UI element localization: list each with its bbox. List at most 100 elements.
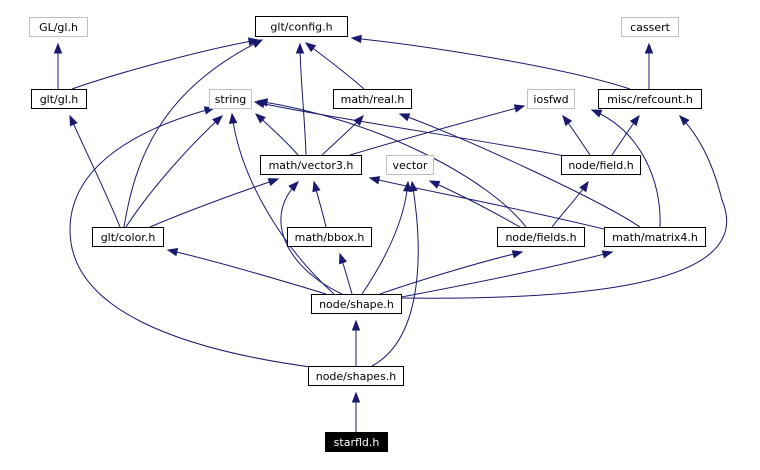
arrowhead-icon [351,391,361,403]
edge-node_fields_h-to-node_field_h [551,180,589,228]
edge-line [299,43,307,156]
arrowhead-icon [350,34,362,44]
arrowhead-icon [398,113,411,122]
node-node-shapes-h[interactable]: node/shapes.h [308,366,404,386]
edge-node_shape_h-to-string [228,112,335,295]
arrowhead-icon [254,113,266,124]
edge-line [69,107,319,369]
arrowhead-icon [629,114,640,127]
node-label: node/field.h [568,159,633,172]
edge-math_matrix4_h-to-math_real_h [398,113,641,228]
edge-math_vector3_h-to-math_real_h [321,114,364,156]
edge-node_shapes_h-to-node_shape_h [351,319,361,366]
arrowhead-icon [212,115,224,126]
node-math-matrix4-h[interactable]: math/matrix4.h [604,227,706,247]
node-glt-gl-h[interactable]: glt/gl.h [31,89,87,109]
edge-node_field_h-to-string [253,99,571,158]
node-label: string [215,93,247,106]
edge-layer [53,34,728,432]
arrowhead-icon [267,178,280,187]
edge-line [429,180,521,228]
edge-math_bbox_h-to-math_vector3_h [312,180,327,228]
arrowhead-icon [428,180,441,189]
node-glt-config-h[interactable]: glt/config.h [255,16,348,37]
arrowhead-icon [256,98,269,107]
node-box [311,294,402,314]
node-label: misc/refcount.h [607,93,693,106]
node-label: glt/config.h [270,21,332,34]
edge-node_shape_h-to-glt_color_h [166,248,327,295]
arrowhead-icon [579,180,589,193]
edge-line [280,181,343,295]
node-vector: vector [386,155,434,175]
node-glt-color-h[interactable]: glt/color.h [92,227,164,247]
node-label: node/fields.h [505,231,576,244]
edge-line [71,39,259,90]
node-box [260,155,362,175]
node-box [333,89,412,109]
node-math-real-h[interactable]: math/real.h [333,89,412,109]
node-label: vector [393,159,428,172]
arrowhead-icon [351,319,361,331]
node-label: node/shapes.h [316,370,397,383]
arrowhead-icon [511,250,524,259]
edge-line [591,109,661,228]
edge-line [399,115,728,299]
node-label: cassert [630,21,671,34]
node-label: math/vector3.h [269,159,354,172]
edge-glt_color_h-to-string [125,115,224,228]
node-box [308,366,404,386]
edge-node_shape_h-to-math_bbox_h [338,252,353,295]
node-misc-refcount-h[interactable]: misc/refcount.h [598,89,702,109]
node-label: starfld.h [334,436,380,449]
node-math-bbox-h[interactable]: math/bbox.h [287,227,372,247]
arrowhead-icon [601,250,614,259]
arrowhead-icon [679,114,690,126]
edge-line [351,37,631,90]
arrowhead-icon [295,42,305,54]
node-box [31,89,87,109]
node-node-fields-h[interactable]: node/fields.h [497,227,585,247]
node-layer: GL/gl.h glt/config.h cassert glt/gl.h string… [29,16,706,452]
node-math-vector3-h[interactable]: math/vector3.h [260,155,362,175]
node-node-field-h[interactable]: node/field.h [561,155,641,175]
edge-node_fields_h-to-string [256,98,527,228]
edge-misc_refcount_h-to-glt_config_h [350,34,631,90]
edge-line [125,115,223,228]
edge-line [349,105,525,156]
edge-line [379,251,523,295]
node-label: GL/gl.h [39,21,78,34]
edge-node_shapes_h-to-vector [371,180,419,367]
edge-math_vector3_h-to-string [254,113,299,156]
arrowhead-icon [69,114,78,127]
arrowhead-icon [513,104,526,113]
arrowhead-icon [312,180,321,193]
edge-starfld_h-to-node_shapes_h [351,391,361,432]
edge-glt_gl_h-to-glt_config_h [71,37,260,90]
arrowhead-icon [368,176,381,185]
edge-line [361,181,409,295]
node-box [527,89,575,109]
edge-math_matrix4_h-to-iosfwd [590,109,661,228]
edge-node_shape_h-to-math_matrix4_h [395,250,614,299]
edge-line [254,101,571,158]
arrowhead-icon [409,180,418,193]
edge-line [305,42,365,90]
arrowhead-icon [228,112,238,124]
edge-math_matrix4_h-to-math_vector3_h [368,176,617,233]
node-box [497,227,585,247]
node-node-shape-h[interactable]: node/shape.h [311,294,402,314]
arrowhead-icon [590,109,603,118]
arrowhead-icon [304,42,317,53]
node-string: string [209,89,252,109]
node-box [598,89,702,109]
edge-line [371,181,419,367]
arrowhead-icon [53,42,63,54]
node-box [386,155,434,175]
edge-node_shape_h-to-vector [361,180,412,295]
edge-glt_gl_h-to-gl_gl_h [53,42,63,89]
node-label: glt/color.h [101,231,156,244]
edge-node_shape_h-to-node_fields_h [379,250,524,295]
edge-line [257,100,527,228]
node-box [561,155,641,175]
